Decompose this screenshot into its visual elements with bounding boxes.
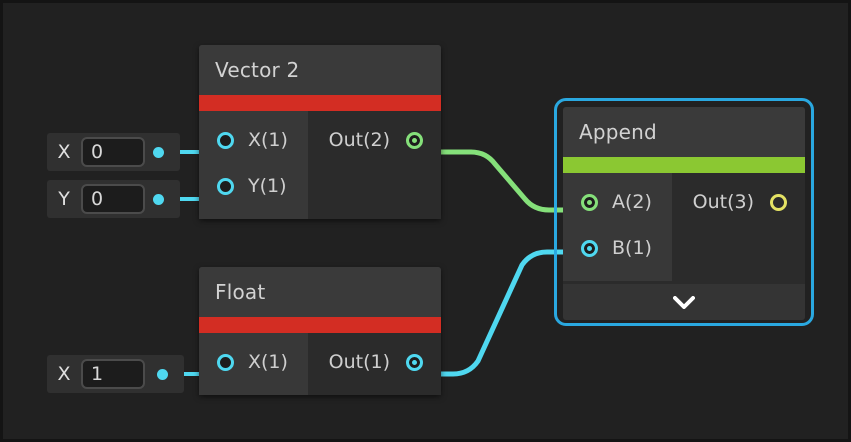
port-row-vector2-x[interactable]: X(1) bbox=[199, 117, 308, 163]
port-row-append-spacer bbox=[672, 225, 805, 271]
widget-float-x-connector-icon[interactable] bbox=[157, 368, 168, 380]
port-row-append-out[interactable]: Out(3) bbox=[672, 179, 805, 225]
node-vector2-output-ports: Out(2) bbox=[307, 111, 441, 219]
node-append-title: Append bbox=[579, 120, 657, 144]
output-port-out2-icon[interactable] bbox=[406, 131, 423, 149]
node-append-header[interactable]: Append bbox=[563, 107, 805, 157]
input-port-a2-icon[interactable] bbox=[581, 193, 598, 211]
node-float-header[interactable]: Float bbox=[199, 267, 441, 317]
node-append-body: A(2) B(1) Out(3) bbox=[563, 173, 805, 281]
input-port-a2-label: A(2) bbox=[612, 191, 652, 213]
widget-vector2-y[interactable]: Y bbox=[47, 180, 180, 218]
node-vector2-input-ports: X(1) Y(1) bbox=[199, 111, 308, 219]
input-port-x1-label: X(1) bbox=[248, 129, 288, 151]
widget-vector2-y-input[interactable] bbox=[81, 184, 145, 214]
node-vector2-title: Vector 2 bbox=[215, 58, 300, 82]
node-float-body: X(1) Out(1) bbox=[199, 333, 441, 395]
port-row-append-a[interactable]: A(2) bbox=[563, 179, 672, 225]
node-float-accent-bar bbox=[199, 317, 441, 333]
output-port-out3-icon[interactable] bbox=[770, 193, 787, 211]
node-vector2-body: X(1) Y(1) Out(2) bbox=[199, 111, 441, 219]
input-port-x1-label: X(1) bbox=[248, 351, 288, 373]
widget-float-x-label: X bbox=[57, 363, 71, 385]
node-float-title: Float bbox=[215, 280, 266, 304]
node-append[interactable]: Append A(2) B(1) Out(3) bbox=[563, 107, 805, 320]
node-vector2[interactable]: Vector 2 X(1) Y(1) Out(2) bbox=[199, 45, 441, 219]
node-append-accent-bar bbox=[563, 157, 805, 173]
widget-float-x-input[interactable] bbox=[81, 359, 145, 389]
node-vector2-accent-bar bbox=[199, 95, 441, 111]
widget-vector2-x-input[interactable] bbox=[81, 137, 145, 167]
widget-vector2-x[interactable]: X bbox=[47, 133, 180, 171]
input-port-x1-icon[interactable] bbox=[217, 353, 234, 371]
output-port-out1-label: Out(1) bbox=[328, 351, 390, 373]
output-port-out3-label: Out(3) bbox=[692, 191, 754, 213]
input-port-y1-label: Y(1) bbox=[248, 175, 287, 197]
port-row-vector2-spacer bbox=[308, 163, 441, 209]
node-vector2-header[interactable]: Vector 2 bbox=[199, 45, 441, 95]
widget-vector2-x-label: X bbox=[57, 141, 71, 163]
node-append-output-ports: Out(3) bbox=[671, 173, 805, 281]
widget-vector2-y-label: Y bbox=[58, 188, 70, 210]
input-port-b1-label: B(1) bbox=[612, 237, 652, 259]
input-port-y1-icon[interactable] bbox=[217, 177, 234, 195]
node-float-output-ports: Out(1) bbox=[307, 333, 441, 395]
port-row-vector2-y[interactable]: Y(1) bbox=[199, 163, 308, 209]
node-append-input-ports: A(2) B(1) bbox=[563, 173, 672, 281]
input-port-b1-icon[interactable] bbox=[581, 239, 598, 257]
node-float[interactable]: Float X(1) Out(1) bbox=[199, 267, 441, 395]
node-append-selection-outline[interactable]: Append A(2) B(1) Out(3) bbox=[554, 98, 814, 326]
port-row-float-out[interactable]: Out(1) bbox=[308, 339, 441, 385]
widget-vector2-y-connector-icon[interactable] bbox=[153, 193, 164, 205]
widget-float-x[interactable]: X bbox=[47, 355, 184, 393]
port-row-append-b[interactable]: B(1) bbox=[563, 225, 672, 271]
port-row-vector2-out[interactable]: Out(2) bbox=[308, 117, 441, 163]
input-port-x1-icon[interactable] bbox=[217, 131, 234, 149]
port-row-float-x[interactable]: X(1) bbox=[199, 339, 308, 385]
output-port-out1-icon[interactable] bbox=[406, 353, 423, 371]
chevron-down-icon[interactable] bbox=[673, 295, 695, 309]
node-append-expander[interactable] bbox=[563, 284, 805, 320]
widget-vector2-x-connector-icon[interactable] bbox=[153, 146, 164, 158]
output-port-out2-label: Out(2) bbox=[328, 129, 390, 151]
node-float-input-ports: X(1) bbox=[199, 333, 308, 395]
